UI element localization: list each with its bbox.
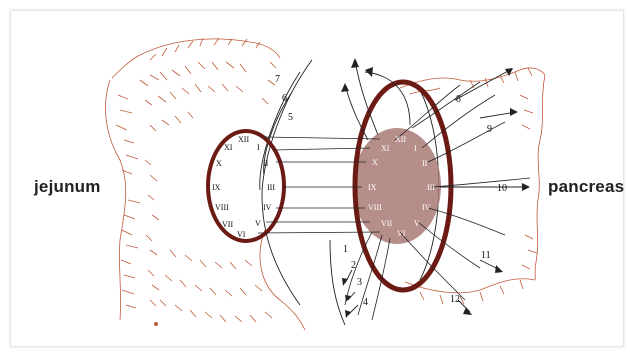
arrow-number-3: 3 [357, 277, 362, 288]
arrow-number-11: 11 [481, 250, 491, 261]
pancreas-label: pancreas [548, 177, 624, 197]
arrow-number-9: 9 [487, 124, 492, 135]
numeral-r-iii: III [427, 183, 435, 192]
numeral-l-ix: IX [212, 183, 221, 192]
numeral-l-xi: XI [224, 143, 233, 152]
arrow-number-8: 8 [456, 94, 461, 105]
numeral-l-v: V [255, 219, 261, 228]
arrow-number-10: 10 [497, 183, 507, 194]
numeral-r-v: V [414, 219, 420, 228]
numeral-l-iii: III [267, 183, 275, 192]
numeral-l-vi: VI [237, 230, 246, 239]
arrow-number-5: 5 [288, 112, 293, 123]
numeral-l-vii: VII [222, 220, 233, 229]
numeral-r-viii: VIII [368, 203, 382, 212]
numeral-l-viii: VIII [215, 203, 229, 212]
arrow-number-4: 4 [363, 297, 368, 308]
arrow-number-6: 6 [282, 93, 287, 104]
arrow-number-7: 7 [275, 74, 280, 85]
numeral-r-iv: IV [422, 203, 431, 212]
numeral-l-iv: IV [263, 203, 272, 212]
arrow-number-2: 2 [351, 260, 356, 271]
numeral-r-ix: IX [368, 183, 377, 192]
numeral-r-x: X [372, 158, 378, 167]
numeral-r-vi: VI [397, 229, 406, 238]
arrow-number-1: 1 [343, 244, 348, 255]
numeral-l-i: I [257, 143, 260, 152]
jejunum-label: jejunum [34, 177, 101, 197]
numeral-r-xi: XI [381, 144, 390, 153]
numeral-l-x: X [216, 159, 222, 168]
numeral-r-vii: VII [381, 219, 392, 228]
numeral-r-xii: XII [395, 135, 406, 144]
numeral-r-ii: II [422, 159, 428, 168]
numeral-r-i: I [414, 144, 417, 153]
numeral-l-ii: II [263, 159, 269, 168]
numeral-l-xii: XII [238, 135, 249, 144]
arrow-number-12: 12 [450, 294, 460, 305]
